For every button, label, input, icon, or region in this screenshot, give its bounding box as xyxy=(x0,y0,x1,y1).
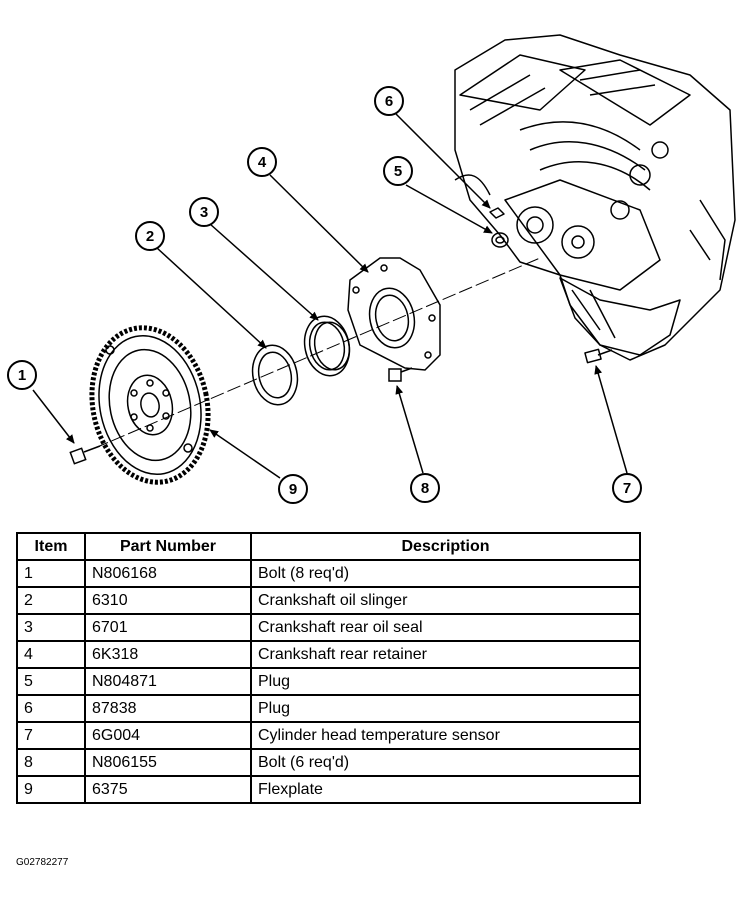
crankshaft-rear-oil-seal xyxy=(303,315,351,377)
leader-lines xyxy=(32,113,628,479)
callout-6: 6 xyxy=(374,86,404,116)
cell-item: 7 xyxy=(16,721,86,750)
svg-text:2: 2 xyxy=(146,228,154,245)
cell-item: 8 xyxy=(16,748,86,777)
exploded-parts-diagram: 1 2 3 4 5 6 7 8 9 xyxy=(7,34,736,504)
cell-part-number: 6310 xyxy=(84,586,252,615)
cell-item: 9 xyxy=(16,775,86,804)
flexplate xyxy=(89,325,211,485)
cell-part-number: 6K318 xyxy=(84,640,252,669)
header-part-number: Part Number xyxy=(84,532,252,561)
svg-text:6: 6 xyxy=(385,93,393,110)
callout-7: 7 xyxy=(612,473,642,503)
header-item: Item xyxy=(16,532,86,561)
callout-1: 1 xyxy=(7,360,37,390)
table-header-row: Item Part Number Description xyxy=(16,532,641,561)
callout-4: 4 xyxy=(247,147,277,177)
bolt-8 xyxy=(388,367,413,382)
svg-text:7: 7 xyxy=(623,480,631,497)
cell-description: Plug xyxy=(250,667,641,696)
header-description: Description xyxy=(250,532,641,561)
table-row: 7 6G004 Cylinder head temperature sensor xyxy=(16,721,641,750)
cell-part-number: N804871 xyxy=(84,667,252,696)
table-row: 2 6310 Crankshaft oil slinger xyxy=(16,586,641,615)
callout-8: 8 xyxy=(410,473,440,503)
parts-table: Item Part Number Description 1 N806168 B… xyxy=(16,532,641,804)
cell-part-number: N806168 xyxy=(84,559,252,588)
cell-item: 2 xyxy=(16,586,86,615)
table-row: 6 87838 Plug xyxy=(16,694,641,723)
cell-item: 4 xyxy=(16,640,86,669)
svg-text:1: 1 xyxy=(18,367,26,384)
table-row: 8 N806155 Bolt (6 req'd) xyxy=(16,748,641,777)
cell-description: Crankshaft oil slinger xyxy=(250,586,641,615)
cell-description: Crankshaft rear oil seal xyxy=(250,613,641,642)
crankshaft-rear-retainer xyxy=(347,257,441,371)
bolt-1 xyxy=(69,445,101,465)
table-row: 1 N806168 Bolt (8 req'd) xyxy=(16,559,641,588)
crankshaft-oil-slinger xyxy=(251,344,299,406)
callout-5: 5 xyxy=(383,156,413,186)
table-row: 5 N804871 Plug xyxy=(16,667,641,696)
engine-block xyxy=(454,34,736,364)
cell-part-number: 87838 xyxy=(84,694,252,723)
callout-9: 9 xyxy=(278,474,308,504)
cell-item: 6 xyxy=(16,694,86,723)
cell-item: 5 xyxy=(16,667,86,696)
svg-text:5: 5 xyxy=(394,163,402,180)
cell-description: Plug xyxy=(250,694,641,723)
table-row: 3 6701 Crankshaft rear oil seal xyxy=(16,613,641,642)
cell-description: Crankshaft rear retainer xyxy=(250,640,641,669)
cell-description: Bolt (6 req'd) xyxy=(250,748,641,777)
assembly-center-line xyxy=(94,257,541,449)
cell-description: Cylinder head temperature sensor xyxy=(250,721,641,750)
figure-id: G02782277 xyxy=(16,857,69,868)
cell-part-number: N806155 xyxy=(84,748,252,777)
table-row: 9 6375 Flexplate xyxy=(16,775,641,804)
svg-text:8: 8 xyxy=(421,480,429,497)
callout-2: 2 xyxy=(135,221,165,251)
callout-3: 3 xyxy=(189,197,219,227)
cell-description: Flexplate xyxy=(250,775,641,804)
svg-text:4: 4 xyxy=(258,154,267,171)
cell-part-number: 6701 xyxy=(84,613,252,642)
cell-item: 1 xyxy=(16,559,86,588)
cell-item: 3 xyxy=(16,613,86,642)
table-row: 4 6K318 Crankshaft rear retainer xyxy=(16,640,641,669)
svg-text:9: 9 xyxy=(289,481,297,498)
cell-part-number: 6G004 xyxy=(84,721,252,750)
svg-text:3: 3 xyxy=(200,204,208,221)
cell-part-number: 6375 xyxy=(84,775,252,804)
cell-description: Bolt (8 req'd) xyxy=(250,559,641,588)
